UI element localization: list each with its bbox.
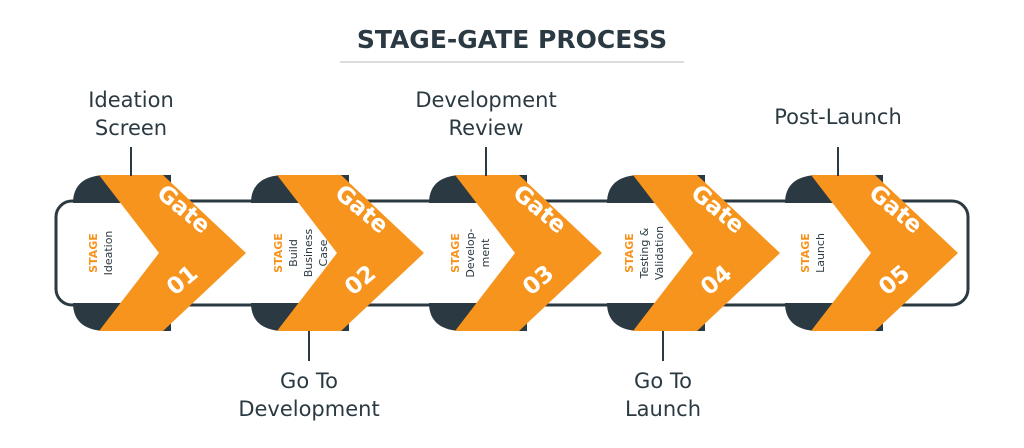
stage-name-line: Testing & [638, 227, 651, 279]
gate-label-line: Development [415, 88, 556, 112]
gate-label-line: Go To [280, 369, 338, 393]
gate-chevron [633, 175, 780, 331]
diagram-title: STAGE-GATE PROCESS [357, 25, 667, 54]
stage-word: STAGE [87, 233, 100, 273]
stage-name-line: Validation [653, 226, 666, 280]
gate-label: Go To Development [238, 331, 380, 421]
stage-word: STAGE [449, 233, 462, 273]
stage-word: STAGE [272, 233, 285, 273]
stage-name-line: Launch [814, 233, 827, 273]
gate-chevron [99, 175, 246, 331]
gate-chevron [455, 175, 602, 331]
stage-name-line: Case [317, 239, 330, 266]
stage-word: STAGE [799, 233, 812, 273]
gate-chevron [277, 175, 424, 331]
gate-label-line: Launch [625, 397, 701, 421]
gate-label: Go To Launch [625, 331, 701, 421]
stage-name-line: Build [287, 239, 300, 267]
gate-label-line: Post-Launch [774, 105, 902, 129]
gate-label-line: Review [449, 116, 524, 140]
gate-label-line: Ideation [88, 88, 174, 112]
stage-name-line: Develop- [464, 228, 477, 277]
gate-label-line: Screen [95, 116, 167, 140]
stage-name-line: ment [479, 238, 492, 267]
gate-label: Post-Launch [774, 105, 902, 176]
stage-word: STAGE [623, 233, 636, 273]
gate-chevron [811, 175, 958, 331]
gate-label-line: Development [238, 397, 379, 421]
stage-name-line: Ideation [102, 231, 115, 276]
stage-name-line: Business [302, 228, 315, 277]
gate-label-line: Go To [634, 369, 692, 393]
